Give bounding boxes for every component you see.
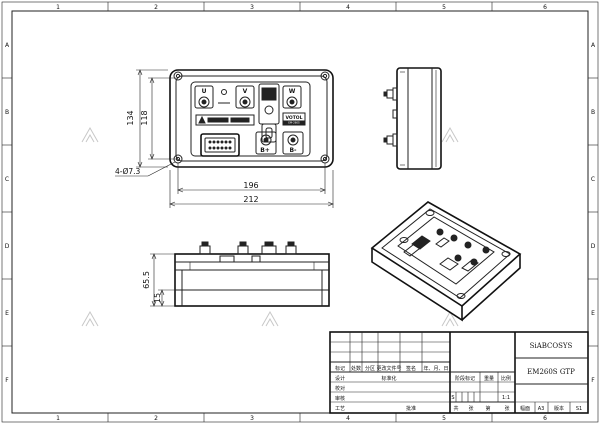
front-view	[169, 69, 334, 168]
dim-width-inner: 196	[243, 181, 258, 190]
sheet-total-label: 共	[453, 405, 458, 412]
dim-height-inner: 118	[140, 110, 149, 125]
elevation-dimension-lines	[150, 253, 175, 307]
row-label-right: D	[591, 243, 596, 250]
col-label-top: 2	[154, 4, 158, 11]
col-label-top: 3	[250, 4, 254, 11]
isometric-view	[370, 201, 522, 322]
stage-label: 阶段标记	[455, 375, 475, 382]
inner-border	[11, 10, 589, 414]
rev-header: 分区	[365, 365, 375, 372]
row-label-right: C	[591, 176, 595, 183]
col-label-bottom: 3	[250, 415, 254, 422]
col-label-top: 6	[543, 4, 547, 11]
dim-base-height: 15	[153, 293, 162, 303]
terminal-u-label: U	[202, 88, 207, 95]
rev-header: 更改文件号	[376, 365, 401, 372]
format-label: 幅面	[520, 405, 530, 412]
drawing-number: EM260S GTP	[527, 368, 575, 376]
rev-header: 年、月、日	[423, 365, 448, 372]
row-label-right: A	[591, 42, 596, 49]
role-label-review: 审核	[335, 395, 345, 402]
col-label-top: 4	[346, 4, 350, 11]
col-label-top: 5	[442, 4, 446, 11]
terminal-v-label: V	[243, 88, 248, 95]
role-label-design: 设计	[335, 375, 345, 382]
col-label-bottom: 5	[442, 415, 446, 422]
sheet-of-label: 第	[485, 405, 490, 412]
row-label-right: B	[591, 109, 595, 116]
row-label-left: F	[5, 377, 9, 384]
rev-header: 处数	[351, 365, 361, 372]
col-label-bottom: 1	[56, 415, 60, 422]
front-dimension-lines	[115, 69, 334, 208]
terminal-w-label: W	[289, 88, 296, 95]
row-label-left: E	[5, 310, 9, 317]
scale-value: 1:1	[502, 395, 510, 401]
col-label-bottom: 6	[543, 415, 547, 422]
company-name: SiABCOSYS	[530, 342, 573, 350]
format-value: A3	[538, 406, 545, 412]
role-label-check: 校对	[335, 385, 345, 392]
dim-height-outer: 134	[126, 110, 135, 125]
row-label-left: D	[5, 243, 10, 250]
watermark-logos	[81, 126, 459, 327]
standardization-label: 标准化	[381, 375, 396, 382]
side-view	[383, 67, 442, 170]
dim-hole-spec: 4-Ø7.3	[115, 167, 141, 176]
terminal-b-minus-label: B-	[289, 147, 297, 154]
sheet-tail-label: 张	[504, 405, 509, 412]
row-label-left: A	[5, 42, 10, 49]
role-label-process: 工艺	[335, 406, 345, 412]
dim-height-side: 65.5	[142, 271, 151, 289]
col-label-bottom: 2	[154, 415, 158, 422]
approve-label: 批准	[406, 405, 416, 412]
model-label-small: EM-260S	[288, 121, 300, 125]
row-label-left: C	[5, 176, 9, 183]
col-label-bottom: 4	[346, 415, 350, 422]
scale-label: 比例	[501, 375, 511, 382]
col-label-top: 1	[56, 4, 60, 11]
elevation-view	[174, 241, 330, 307]
version-label: 版本	[554, 405, 564, 412]
title-block	[329, 331, 589, 414]
brand-label: VOTOL	[286, 115, 303, 121]
rev-header: 标记	[335, 365, 345, 372]
terminal-b-plus-label: B+	[260, 147, 270, 154]
row-label-left: B	[5, 109, 9, 116]
version-value: S1	[576, 406, 582, 412]
rev-header: 签名	[406, 365, 416, 372]
row-label-right: F	[591, 377, 595, 384]
weight-label: 重量	[484, 375, 494, 382]
row-label-right: E	[591, 310, 595, 317]
stage-value: S	[451, 395, 454, 401]
dim-width-outer: 212	[243, 195, 258, 204]
sheet-num-label: 张	[468, 405, 473, 412]
